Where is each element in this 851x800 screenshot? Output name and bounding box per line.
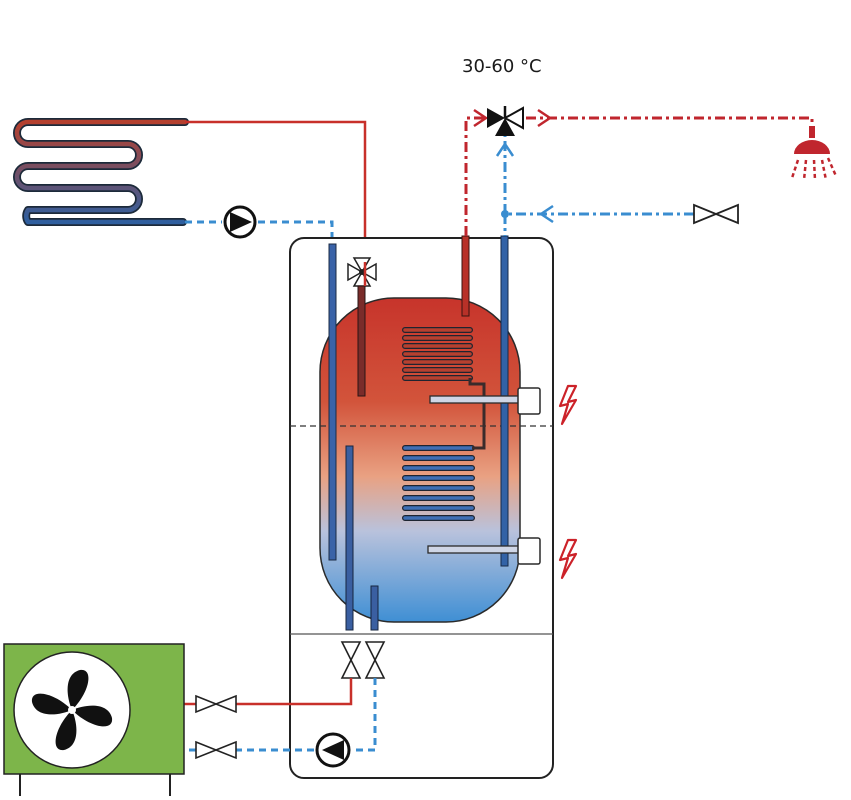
electric-heating-element-lower <box>427 537 541 565</box>
flow-arrow <box>473 108 489 128</box>
fan-icon <box>31 669 113 751</box>
solar-return-line-2 <box>258 220 334 244</box>
gate-valve-icon <box>195 740 237 760</box>
hot-water-outlet-pipe <box>461 235 470 317</box>
solar-collector-coil <box>13 118 189 226</box>
temperature-label: 30-60 °C <box>462 56 542 77</box>
flow-arrow <box>537 108 553 128</box>
pump-icon <box>223 205 257 239</box>
gate-valve-icon <box>195 694 237 714</box>
heat-pump-flow-pipe <box>345 445 354 631</box>
lightning-icon <box>558 538 578 580</box>
pump-icon <box>315 732 351 768</box>
three-way-valve-icon <box>487 106 524 136</box>
shower-icon <box>790 126 838 181</box>
lower-heat-exchanger-coil <box>402 440 486 521</box>
solar-return-riser <box>328 243 337 561</box>
hot-water-supply-line <box>464 116 488 236</box>
heat-pump-unit <box>3 643 185 796</box>
heat-pump-return-pipe <box>370 585 379 631</box>
solar-feed-pipe <box>357 285 366 397</box>
flow-arrow <box>495 141 515 157</box>
heat-pump-flow-line <box>236 678 353 706</box>
heat-pump-return-line <box>352 678 377 752</box>
mixed-water-line <box>526 116 814 126</box>
solar-supply-line <box>185 120 367 262</box>
cold-water-supply-line <box>503 212 694 236</box>
flow-arrow <box>538 204 554 224</box>
gate-valve-icon <box>693 203 739 225</box>
upper-heat-exchanger-coil <box>402 327 486 440</box>
junction-node <box>501 210 509 218</box>
electric-heating-element-upper <box>429 387 541 415</box>
lightning-icon <box>558 384 578 426</box>
